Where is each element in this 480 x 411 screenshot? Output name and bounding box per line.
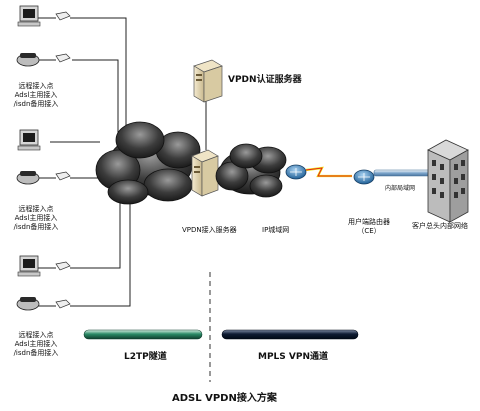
pc-icon bbox=[17, 255, 41, 277]
remote-site-primary: Adsl主用接入 bbox=[14, 91, 58, 100]
mpls-tunnel-label: MPLS VPN通道 bbox=[258, 352, 328, 362]
access-network-cloud bbox=[95, 121, 201, 205]
diagram-caption: ADSL VPDN接入方案 bbox=[172, 393, 277, 404]
access-lines bbox=[38, 17, 131, 307]
remote-site-backup: /isdn备用接入 bbox=[13, 349, 59, 358]
ce-router-label: 用户端路由器 （CE） bbox=[334, 218, 404, 236]
remote-site-3 bbox=[16, 255, 71, 311]
modem-icon bbox=[55, 299, 71, 309]
remote-site-1 bbox=[16, 5, 71, 67]
hq-building-icon bbox=[427, 139, 469, 223]
mpls-tunnel-bar bbox=[221, 329, 359, 340]
lan-link bbox=[373, 169, 431, 177]
pc-icon bbox=[17, 5, 41, 27]
ip-network-label: IP城域网 bbox=[262, 226, 290, 234]
ce-router-icon bbox=[353, 169, 375, 185]
ce-router-name: 用户端路由器 bbox=[348, 218, 390, 226]
access-server-label: VPDN接入服务器 bbox=[182, 226, 237, 234]
modem-icon bbox=[55, 171, 71, 181]
remote-site-backup: /isdn备用接入 bbox=[13, 223, 59, 232]
remote-site-primary: Adsl主用接入 bbox=[14, 214, 58, 223]
modem-icon bbox=[55, 261, 71, 271]
remote-site-2 bbox=[16, 129, 71, 185]
remote-site-primary: Adsl主用接入 bbox=[14, 340, 58, 349]
phone-icon bbox=[16, 297, 40, 311]
modem-icon bbox=[55, 11, 71, 21]
remote-site-1-label: 远程接入点 Adsl主用接入 /isdn备用接入 bbox=[6, 82, 66, 109]
customer-hq-label: 客户总头内部网络 bbox=[412, 222, 468, 230]
pe-router-icon bbox=[285, 164, 307, 180]
access-server-icon bbox=[191, 149, 219, 197]
pc-icon bbox=[17, 129, 41, 151]
remote-site-backup: /isdn备用接入 bbox=[13, 100, 59, 109]
remote-site-2-label: 远程接入点 Adsl主用接入 /isdn备用接入 bbox=[6, 205, 66, 232]
auth-server-icon bbox=[193, 59, 223, 103]
modem-icon bbox=[55, 53, 71, 63]
auth-server-label: VPDN认证服务器 bbox=[228, 75, 302, 85]
l2tp-tunnel-bar bbox=[83, 329, 203, 340]
remote-site-3-label: 远程接入点 Adsl主用接入 /isdn备用接入 bbox=[6, 331, 66, 358]
l2tp-tunnel-label: L2TP隧道 bbox=[124, 352, 167, 362]
remote-site-title: 远程接入点 bbox=[18, 331, 54, 339]
phone-icon bbox=[16, 171, 40, 185]
phone-icon bbox=[16, 53, 40, 67]
ip-metro-cloud bbox=[215, 143, 287, 198]
remote-site-title: 远程接入点 bbox=[18, 205, 54, 213]
ce-router-abbr: （CE） bbox=[357, 227, 381, 236]
internal-lan-label: 内部局域网 bbox=[385, 185, 416, 192]
remote-site-title: 远程接入点 bbox=[18, 82, 54, 90]
